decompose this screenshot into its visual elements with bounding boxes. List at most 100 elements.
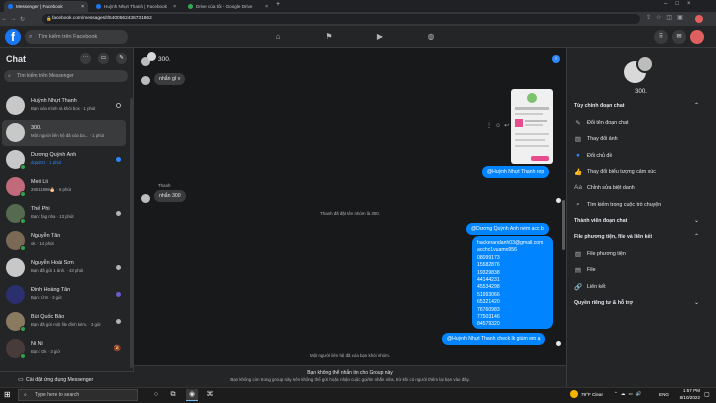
- close-icon[interactable]: ×: [173, 3, 176, 10]
- watch-video-icon[interactable]: ▶: [376, 32, 384, 41]
- list-item: 15582876: [477, 262, 500, 269]
- search-placeholder: Tìm kiếm trên Messenger: [17, 73, 74, 79]
- url-input[interactable]: 🔒 facebook.com/messages/t/54005624367318…: [42, 14, 640, 24]
- section-members[interactable]: Thành viên đoạn chat: [574, 218, 628, 224]
- messenger-icon[interactable]: ✉: [672, 30, 686, 44]
- window-controls[interactable]: –□×: [664, 1, 699, 7]
- chat-title[interactable]: 300.: [158, 56, 171, 63]
- search-conversation-item[interactable]: ⌕Tìm kiếm trong cuộc trò chuyện: [574, 201, 661, 209]
- back-arrow-icon[interactable]: ←: [1, 16, 8, 22]
- taskbar-search-input[interactable]: ⌕ Type here to search: [18, 389, 138, 401]
- chevron-up-icon[interactable]: ⌃: [694, 103, 700, 109]
- conversation-item[interactable]: Nguyễn Hoài Sơn Bạn đã gửi 1 ảnh. · 43 p…: [2, 255, 126, 281]
- info-icon[interactable]: i: [552, 55, 560, 63]
- clock-date[interactable]: 8/10/2022: [679, 395, 700, 400]
- account-avatar[interactable]: [690, 30, 704, 44]
- conversation-item[interactable]: Dương Quỳnh Anh dqa201 · 1 phút: [2, 147, 126, 173]
- menu-grid-icon[interactable]: ⠿: [654, 30, 668, 44]
- language-indicator[interactable]: ENG: [659, 392, 669, 397]
- notification-icon[interactable]: ▢: [704, 392, 710, 398]
- task-view-icon[interactable]: ⧉: [170, 391, 176, 398]
- section-privacy[interactable]: Quyền riêng tư & hỗ trợ: [574, 300, 634, 306]
- url-text: facebook.com/messages/t/5400562436731862: [52, 16, 152, 21]
- facebook-search-input[interactable]: ⌕ Tìm kiếm trên Facebook: [25, 30, 128, 44]
- chrome-taskbar-icon[interactable]: ◉: [186, 389, 198, 401]
- conversation-item[interactable]: Đinh Hoàng Tân Bạn: Ừm · 3 giờ: [2, 282, 126, 308]
- close-icon[interactable]: ×: [81, 3, 84, 10]
- conversation-item[interactable]: Bùi Quốc Bảo Bạn đã gửi một file đính kè…: [2, 309, 126, 335]
- seen-avatar-icon: [116, 292, 121, 297]
- weather-text[interactable]: 79°F Clear: [581, 392, 604, 397]
- message-bubble-sent[interactable]: @Huỳnh Nhựt Thanh rep: [482, 166, 550, 178]
- change-theme-item[interactable]: ●Đổi chủ đề: [574, 152, 612, 159]
- list-item: 65321420: [477, 299, 500, 306]
- profile-avatar-icon[interactable]: [695, 15, 703, 23]
- conversation-name: 300.: [31, 125, 42, 131]
- conversation-name: Đinh Hoàng Tân: [31, 287, 71, 293]
- install-messenger-link[interactable]: ▭ Cài đặt ứng dụng Messenger: [0, 371, 134, 387]
- tab-profile[interactable]: Huỳnh Nhựt Thanh | Facebook ×: [92, 1, 180, 12]
- chevron-up-icon[interactable]: ⌃: [694, 234, 700, 240]
- message-bubble[interactable]: nhắn gì v: [154, 73, 186, 85]
- close-icon[interactable]: ×: [265, 3, 268, 10]
- conversation-preview: Một người liên hệ đã xóa ba... · 1 phút: [31, 133, 105, 138]
- list-item: 44144231: [477, 277, 500, 284]
- conversation-item[interactable]: Nguyễn Tân ok · 14 phút: [2, 228, 126, 254]
- chat-scrollbar[interactable]: [562, 200, 565, 250]
- change-emoji-item[interactable]: 👍Thay đổi biểu tượng cảm xúc: [574, 168, 656, 176]
- message-bubble-sent[interactable]: @Dương Quỳnh Anh ném acc b: [466, 223, 549, 235]
- reload-icon[interactable]: ↻: [19, 16, 26, 23]
- message-bubble-credentials[interactable]: hackerandanh03@gmail.com acchc1vuamo956 …: [472, 236, 553, 329]
- conversation-item[interactable]: Meii Lii 29011998🎂 · 6 phút: [2, 174, 126, 200]
- conversation-preview: Bạn đã gửi một file đính kèm. · 3 giờ: [31, 322, 101, 327]
- section-media[interactable]: File phương tiện, file và liên kết: [574, 234, 653, 240]
- groups-icon[interactable]: ◍: [427, 32, 435, 41]
- new-tab-plus-icon[interactable]: +: [276, 1, 281, 8]
- message-image[interactable]: [511, 89, 553, 164]
- conversation-item[interactable]: Thế Phi Bạn: fag nha · 13 phút: [2, 201, 126, 227]
- item-label: Thay đổi ảnh: [587, 136, 618, 142]
- tab-drive[interactable]: Drive của tôi - Google Drive ×: [184, 1, 272, 12]
- facebook-logo-icon[interactable]: f: [5, 29, 21, 45]
- group-avatar: [147, 52, 156, 61]
- chevron-down-icon[interactable]: ⌄: [694, 218, 700, 224]
- list-item: 08099173: [477, 254, 500, 261]
- video-call-icon[interactable]: ▭: [98, 53, 109, 64]
- flag-icon[interactable]: ⚑: [325, 32, 333, 41]
- item-label: Thay đổi biểu tượng cảm xúc: [587, 169, 656, 175]
- pencil-icon: ✎: [575, 120, 581, 127]
- message-actions-icons[interactable]: ⋮☺↩: [486, 123, 513, 129]
- rename-chat-item[interactable]: ✎Đổi tên đoạn chat: [574, 119, 628, 127]
- conversation-item[interactable]: Huỳnh Nhựt Thanh Bạn xóa mình ra khỏi bo…: [2, 93, 126, 119]
- tab-messenger[interactable]: Messenger | Facebook ×: [4, 1, 88, 12]
- search-icon: ⌕: [29, 34, 33, 40]
- media-item[interactable]: ▨File phương tiện: [574, 250, 626, 258]
- options-icon[interactable]: ⋯: [80, 53, 91, 64]
- online-status-icon: [20, 191, 26, 197]
- home-icon[interactable]: ⌂: [275, 32, 281, 41]
- chat-main: [134, 48, 566, 387]
- group-avatar[interactable]: [141, 57, 150, 66]
- browser-toolbar-icons[interactable]: ⇪☆◫▣: [646, 15, 688, 21]
- links-item[interactable]: 🔗Liên kết: [574, 283, 606, 291]
- facebook-header: [0, 26, 716, 48]
- forward-arrow-icon[interactable]: →: [10, 16, 17, 22]
- chevron-down-icon[interactable]: ⌄: [694, 300, 700, 306]
- message-bubble-sent[interactable]: @Huỳnh Nhựt Thanh check lk giùm em ạ: [442, 333, 546, 345]
- section-customize[interactable]: Tùy chỉnh đoạn chat: [574, 103, 625, 109]
- windows-start-icon[interactable]: ⊞: [4, 390, 11, 399]
- vscode-taskbar-icon[interactable]: ⌘: [206, 391, 214, 398]
- messenger-search-input[interactable]: ⌕ Tìm kiếm trên Messenger: [4, 70, 128, 82]
- system-message: Thanh đã đặt tên nhóm là 300.: [320, 211, 380, 216]
- new-message-icon[interactable]: ✎: [116, 53, 127, 64]
- clock-time[interactable]: 1:57 PM: [682, 388, 700, 393]
- conversation-item-selected[interactable]: 300. Một người liên hệ đã xóa ba... · 1 …: [2, 120, 126, 146]
- conversation-item[interactable]: Ni Ni Bạn: Ok · 3 giờ 🔕: [2, 336, 126, 362]
- tray-icons[interactable]: ⌃☁▭🔊: [614, 391, 645, 396]
- message-bubble[interactable]: nhắn 300: [154, 190, 186, 202]
- sidebar-scrollbar[interactable]: [130, 98, 133, 368]
- files-item[interactable]: ▤File: [574, 266, 596, 274]
- change-photo-item[interactable]: ▨Thay đổi ảnh: [574, 135, 618, 143]
- cortana-icon[interactable]: ○: [153, 391, 159, 398]
